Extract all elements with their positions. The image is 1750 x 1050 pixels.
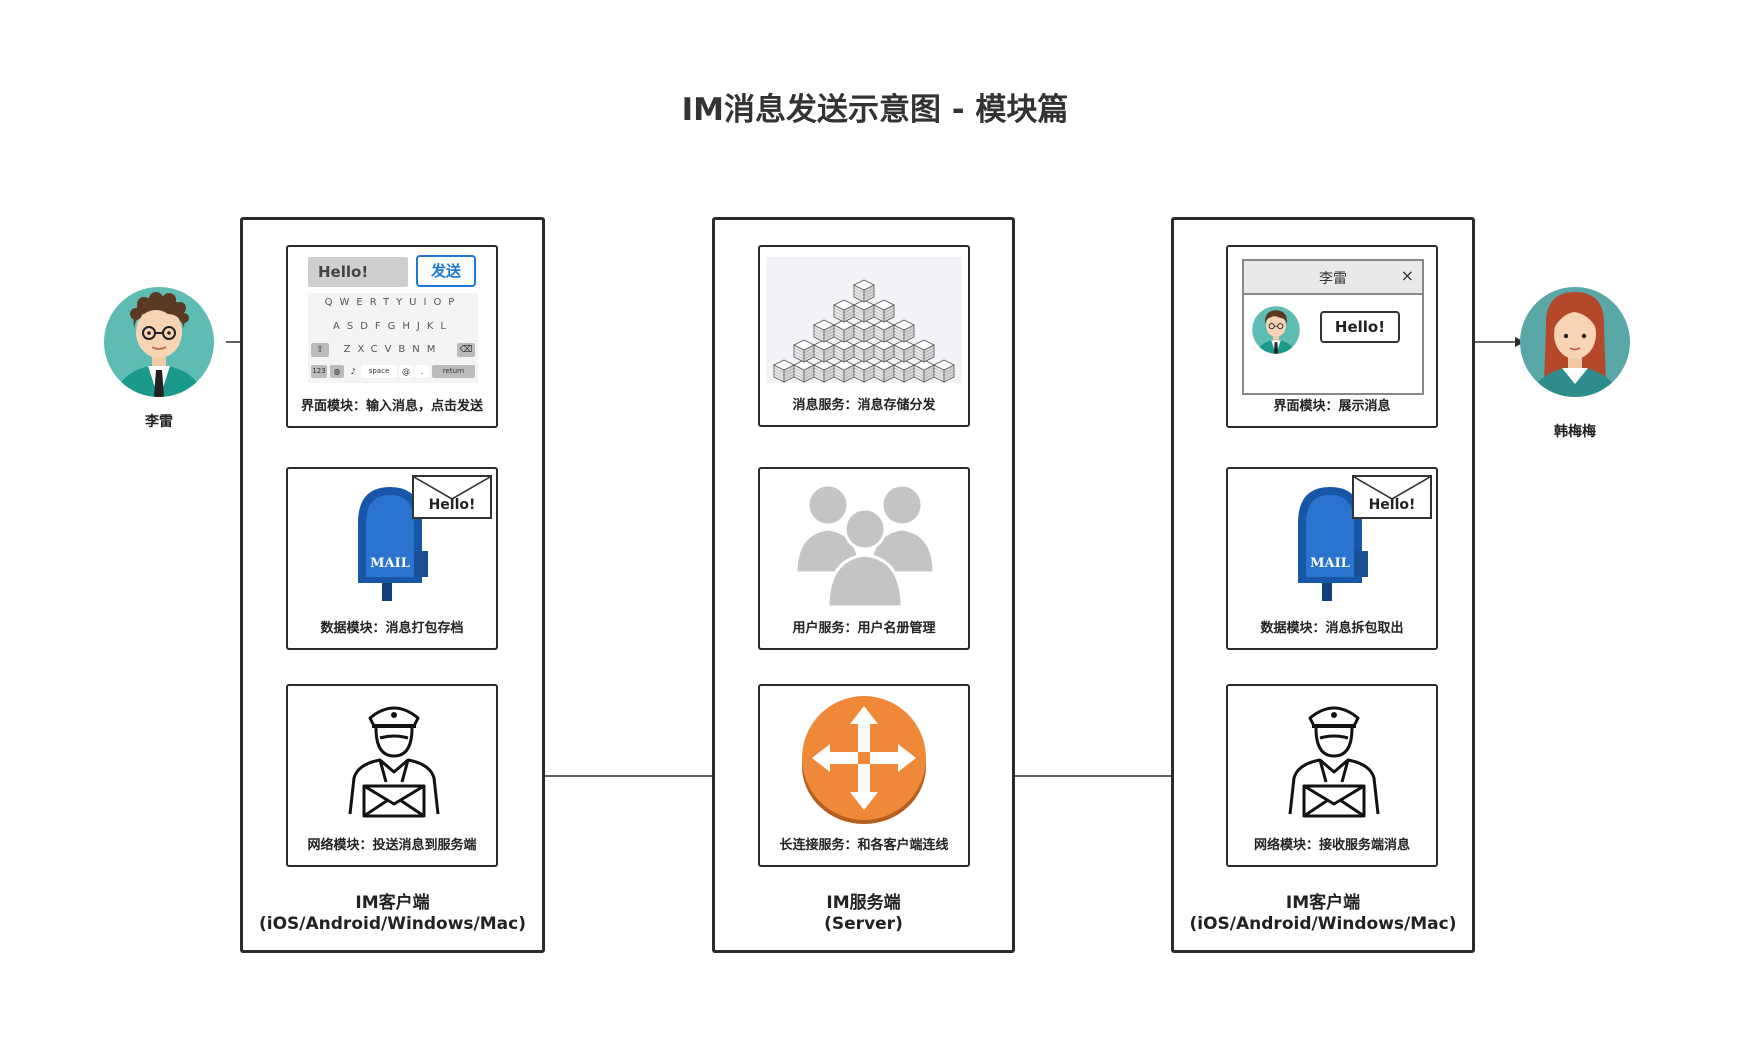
- paper-stack: [893, 359, 915, 383]
- diagram-title: IM消息发送示意图 - 模块篇: [681, 92, 1069, 128]
- paper-stack: [813, 339, 835, 363]
- module-connection-service: 长连接服务：和各客户端连线: [758, 684, 970, 867]
- shift-key-icon[interactable]: ⇧: [311, 343, 329, 357]
- mic-key-icon[interactable]: ♪: [350, 367, 356, 376]
- users-group-icon: [792, 477, 938, 609]
- paper-stack: [833, 359, 855, 383]
- chat-title: 李雷: [1319, 271, 1347, 287]
- module-data-right-label: 数据模块：消息拆包取出: [1260, 621, 1404, 636]
- client-right-label-line1: IM客户端: [1285, 893, 1361, 913]
- module-connection-service-label: 长连接服务：和各客户端连线: [779, 838, 949, 853]
- paper-stack: [773, 359, 795, 383]
- paper-stack: [893, 339, 915, 363]
- mailbox-text: MAIL: [370, 556, 410, 571]
- chat-avatar: [1252, 305, 1300, 355]
- envelope-text: Hello!: [1368, 497, 1416, 513]
- module-ui-left: Hello! 发送 QWERTYUIOP ASDFGHJKL ⇧ ZXCVBNM…: [286, 245, 498, 428]
- paper-stack: [853, 279, 875, 303]
- postman-icon: [342, 700, 446, 818]
- paper-stack: [853, 319, 875, 343]
- module-ui-right-label: 界面模块：展示消息: [1273, 399, 1391, 414]
- message-stacks-icon: [766, 257, 962, 383]
- paper-stack: [873, 319, 895, 343]
- sender-name: 李雷: [145, 414, 173, 430]
- mailbox-icon: MAIL: [1288, 483, 1378, 603]
- key-return[interactable]: return: [432, 365, 475, 378]
- paper-stack: [813, 319, 835, 343]
- paper-stack: [913, 359, 935, 383]
- router-icon: [800, 694, 930, 828]
- module-user-service-label: 用户服务：用户名册管理: [792, 621, 936, 636]
- chat-titlebar: 李雷 ×: [1244, 261, 1422, 295]
- key-at[interactable]: @: [399, 365, 413, 378]
- keyboard-row-1[interactable]: QWERTYUIOP: [324, 297, 462, 308]
- module-data-left-label: 数据模块：消息打包存档: [320, 621, 464, 636]
- module-data-left: MAIL Hello! 数据模块：消息打包存档: [286, 467, 498, 650]
- message-input[interactable]: Hello!: [308, 257, 408, 287]
- chat-window: 李雷 × Hello!: [1242, 259, 1424, 395]
- module-network-left: 网络模块：投送消息到服务端: [286, 684, 498, 867]
- paper-stack: [793, 339, 815, 363]
- globe-key-icon[interactable]: ◍: [330, 365, 344, 378]
- keyboard-row-3[interactable]: ZXCVBNM: [343, 344, 443, 355]
- paper-stack: [873, 299, 895, 323]
- module-network-right: 网络模块：接收服务端消息: [1226, 684, 1438, 867]
- client-left-label-line1: IM客户端: [355, 893, 430, 913]
- key-dot[interactable]: .: [415, 365, 429, 378]
- paper-stack: [873, 339, 895, 363]
- sender-avatar: [104, 284, 214, 400]
- key-123[interactable]: 123: [311, 365, 327, 378]
- paper-stack: [853, 359, 875, 383]
- module-message-service-label: 消息服务：消息存储分发: [792, 398, 936, 413]
- module-user-service: 用户服务：用户名册管理: [758, 467, 970, 650]
- module-data-right: MAIL Hello! 数据模块：消息拆包取出: [1226, 467, 1438, 650]
- paper-stack: [913, 339, 935, 363]
- receiver-name: 韩梅梅: [1554, 424, 1596, 440]
- backspace-key-icon[interactable]: ⌫: [457, 343, 475, 357]
- module-ui-right: 李雷 × Hello! 界面模块：展示消息: [1226, 245, 1438, 428]
- paper-stack: [853, 339, 875, 363]
- keyboard: QWERTYUIOP ASDFGHJKL ⇧ ZXCVBNM ⌫ 123 ◍ ♪…: [308, 293, 478, 383]
- mailbox-icon: MAIL: [348, 483, 438, 603]
- paper-stack: [813, 359, 835, 383]
- chat-bubble: Hello!: [1320, 311, 1400, 343]
- module-network-left-label: 网络模块：投送消息到服务端: [307, 838, 477, 853]
- paper-stack: [833, 339, 855, 363]
- envelope-icon: Hello!: [412, 475, 492, 519]
- paper-stack: [893, 319, 915, 343]
- paper-stack: [793, 359, 815, 383]
- close-icon[interactable]: ×: [1400, 266, 1414, 285]
- receiver-avatar: [1520, 284, 1630, 400]
- key-space[interactable]: space: [361, 365, 397, 378]
- client-right-label-line2: (iOS/Android/Windows/Mac): [1189, 914, 1457, 934]
- server-label-line1: IM服务端: [826, 893, 901, 913]
- mailbox-text: MAIL: [1310, 556, 1350, 571]
- paper-stack: [933, 359, 955, 383]
- module-network-right-label: 网络模块：接收服务端消息: [1253, 838, 1410, 853]
- paper-stack: [833, 319, 855, 343]
- postman-icon: [1282, 700, 1386, 818]
- client-left-label-line2: (iOS/Android/Windows/Mac): [259, 914, 526, 934]
- keyboard-row-2[interactable]: ASDFGHJKL: [333, 321, 453, 332]
- paper-stack: [853, 299, 875, 323]
- paper-stack: [873, 359, 895, 383]
- paper-stack: [833, 299, 855, 323]
- module-ui-left-label: 界面模块：输入消息，点击发送: [300, 399, 483, 414]
- server-label-line2: (Server): [824, 914, 903, 934]
- module-message-service: 消息服务：消息存储分发: [758, 245, 970, 427]
- envelope-text: Hello!: [428, 497, 476, 513]
- envelope-icon: Hello!: [1352, 475, 1432, 519]
- send-button[interactable]: 发送: [416, 255, 476, 287]
